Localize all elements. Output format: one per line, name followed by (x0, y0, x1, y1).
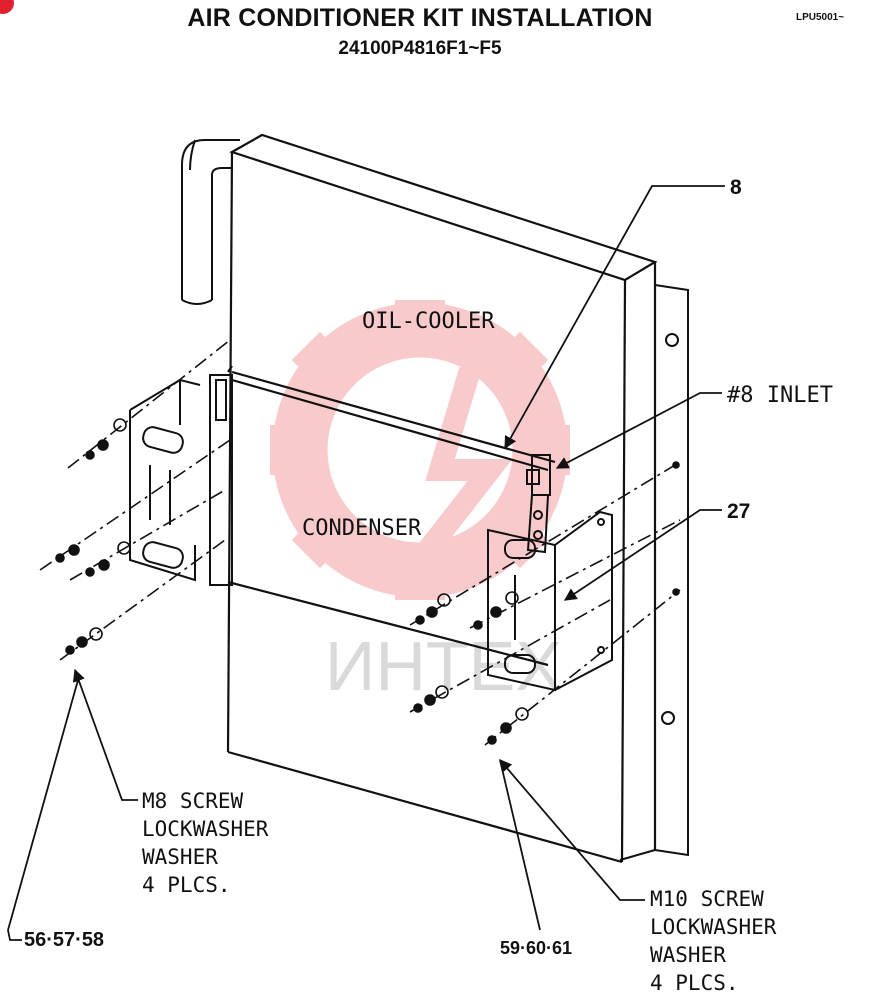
back-plate (619, 284, 689, 861)
right-hw-part-numbers: 59·60·61 (500, 938, 572, 958)
callout-8-label: 8 (730, 176, 742, 199)
left-bracket (129, 374, 233, 586)
left-hardware-leader (7, 668, 138, 941)
watermark-gear (270, 300, 570, 600)
callout-inlet-label: #8 INLET (727, 383, 833, 408)
callout-27-label: 27 (727, 500, 750, 523)
callout-inlet-leader (555, 392, 722, 469)
page-title: AIR CONDITIONER KIT INSTALLATION (187, 4, 653, 32)
right-hw-line1: M10 SCREW (650, 887, 764, 911)
inlet-fitting (526, 454, 551, 554)
left-hw-line3: WASHER (142, 845, 218, 869)
cooler-housing (226, 133, 658, 864)
part-number-subtitle: 24100P4816F1~F5 (338, 38, 502, 59)
left-hw-line2: LOCKWASHER (142, 817, 269, 841)
oil-cooler-label: OIL-COOLER (362, 309, 495, 334)
right-hw-line2: LOCKWASHER (650, 915, 777, 939)
left-hw-part-numbers: 56·57·58 (24, 929, 104, 951)
watermark-text: ИНТЕХ (325, 627, 562, 705)
right-hw-line4: 4 PLCS. (650, 971, 739, 995)
right-fasteners (409, 461, 681, 746)
callout-8-leader (504, 185, 725, 450)
document-number: LPU5001~ (796, 12, 845, 23)
condenser-label: CONDENSER (302, 516, 422, 541)
corner-badge (0, 0, 14, 14)
left-fasteners (39, 339, 231, 661)
callout-27-leader (563, 509, 722, 601)
left-hw-line4: 4 PLCS. (142, 873, 231, 897)
left-hw-line1: M8 SCREW (142, 789, 244, 813)
right-hardware-leader (499, 759, 645, 931)
hose (181, 139, 240, 305)
right-hw-line3: WASHER (650, 943, 726, 967)
